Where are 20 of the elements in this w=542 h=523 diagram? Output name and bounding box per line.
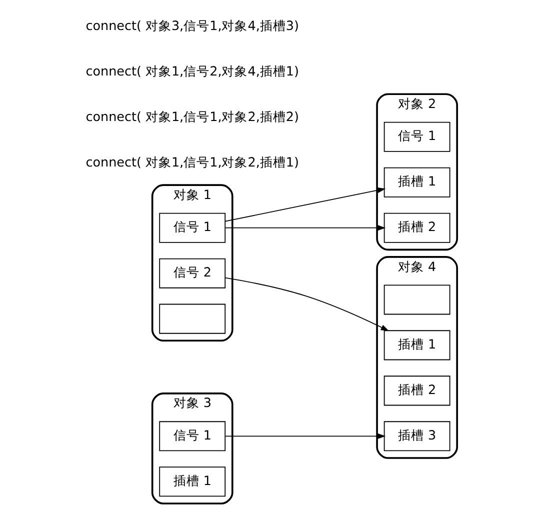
node-box: 插槽 3 [383, 421, 450, 452]
node-box [383, 284, 450, 315]
node-box: 插槽 1 [383, 330, 450, 360]
arrow [224, 433, 386, 440]
node-box: 插槽 1 [383, 167, 450, 198]
node-box: 插槽 1 [158, 466, 226, 497]
node-box: 插槽 2 [383, 212, 450, 243]
label: connect( 对象1,信号1,对象2,插槽2) [85, 110, 298, 126]
label: connect( 对象3,信号1,对象4,插槽3) [85, 19, 298, 34]
label: connect( 对象1,信号1,对象2,插槽1) [85, 156, 298, 171]
node-box: 信号 1 [158, 212, 226, 243]
node-box: 信号 1 [383, 122, 450, 152]
node-box [158, 304, 226, 334]
node-box: 插槽 2 [383, 376, 450, 406]
arrow [224, 187, 386, 222]
label: connect( 对象1,信号2,对象4,插槽1) [85, 64, 298, 80]
arrow [224, 224, 386, 231]
node-box: 信号 1 [158, 421, 226, 452]
arrow [224, 277, 389, 332]
node-box: 信号 2 [158, 258, 226, 288]
